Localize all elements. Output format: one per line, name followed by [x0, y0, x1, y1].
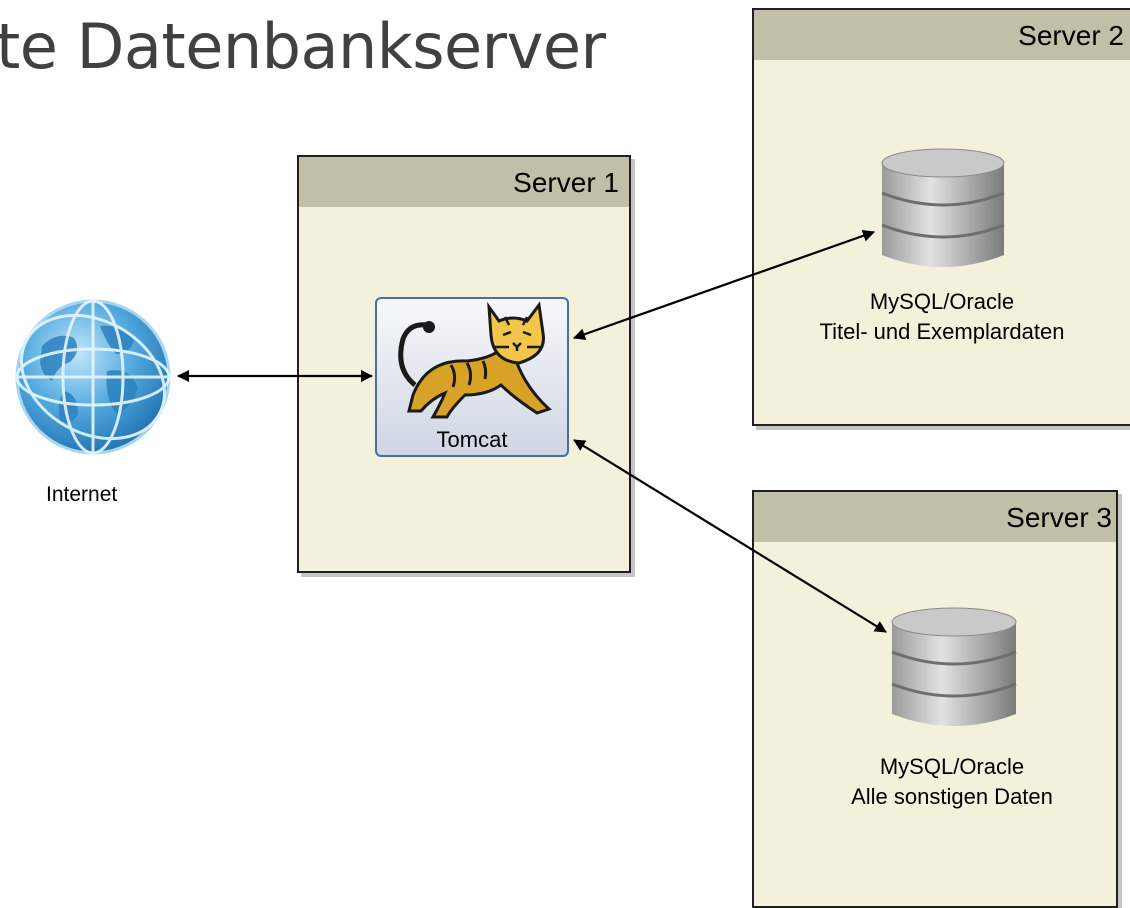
server-3-db-line2: Alle sonstigen Daten: [851, 784, 1053, 809]
database-icon: [891, 607, 1017, 726]
database-icon: [881, 148, 1005, 267]
server-3-db-caption: MySQL/Oracle Alle sonstigen Daten: [792, 752, 1112, 812]
tomcat-node: Tomcat: [375, 297, 569, 457]
server-1-label: Server 1: [513, 167, 619, 198]
server-1-header: Server 1: [299, 157, 629, 207]
server-2-db-line1: MySQL/Oracle: [869, 289, 1015, 314]
server-3-label: Server 3: [1006, 502, 1112, 533]
internet-label: Internet: [46, 483, 118, 506]
arrow-tomcat-server3-db: [573, 439, 887, 633]
server-2-header: Server 2: [754, 10, 1130, 60]
tomcat-label: Tomcat: [436, 427, 508, 452]
tomcat-icon: [398, 301, 552, 419]
slide-title: te Datenbankserver: [0, 10, 606, 83]
globe-icon: [15, 299, 171, 455]
arrow-tomcat-server2-db: [573, 230, 875, 340]
server-3-db-line1: MySQL/Oracle: [879, 754, 1025, 779]
server-2-label: Server 2: [1018, 20, 1124, 51]
